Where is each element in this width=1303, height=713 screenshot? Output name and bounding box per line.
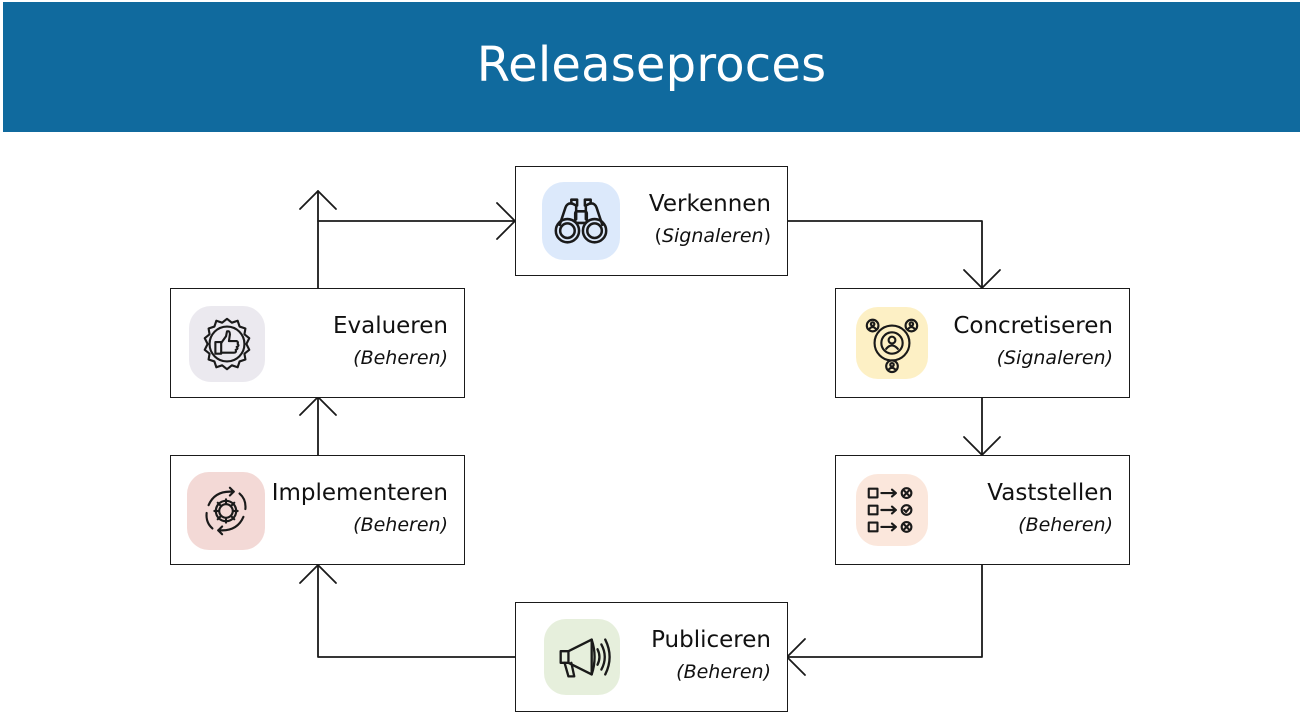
step-title: Publiceren	[651, 627, 771, 653]
step-title: Implementeren	[271, 480, 448, 506]
step-phase: (Beheren)	[676, 661, 771, 683]
arrow-evalueren-to-verkennen	[317, 220, 516, 289]
step-evalueren: Evalueren (Beheren)	[170, 288, 465, 398]
step-title: Vaststellen	[987, 480, 1113, 506]
header-banner: Releaseproces	[3, 2, 1300, 132]
gear-cycle-icon-bg	[187, 472, 265, 550]
step-title: Verkennen	[648, 191, 771, 217]
step-implementeren: Implementeren (Beheren)	[170, 455, 465, 565]
step-vaststellen: Vaststellen (Beheren)	[835, 455, 1130, 565]
step-title: Concretiseren	[953, 313, 1113, 339]
megaphone-icon	[559, 638, 611, 678]
gear-cycle-icon	[205, 486, 247, 536]
step-phase: (Beheren)	[1018, 514, 1113, 536]
binoculars-icon-bg	[542, 182, 620, 260]
arrow-vaststellen-to-publiceren	[786, 563, 983, 658]
step-phase: (Signaleren)	[654, 225, 771, 247]
page-title: Releaseproces	[476, 37, 827, 93]
checklist-icon-bg	[856, 474, 928, 546]
step-publiceren: Publiceren (Beheren)	[515, 602, 788, 712]
arrowhead-implementeren-in	[299, 564, 337, 584]
step-title: Evalueren	[332, 313, 448, 339]
step-concretiseren: Concretiseren (Signaleren)	[835, 288, 1130, 398]
step-phase: (Beheren)	[353, 347, 448, 369]
step-verkennen: Verkennen (Signaleren)	[515, 166, 788, 276]
binoculars-icon	[554, 198, 608, 244]
step-phase: (Beheren)	[353, 514, 448, 536]
checklist-icon	[867, 487, 913, 533]
team-network-icon	[865, 318, 919, 374]
thumbs-up-badge-icon-bg	[189, 306, 265, 382]
step-phase: (Signaleren)	[996, 347, 1113, 369]
arrow-verkennen-to-concretiseren	[786, 220, 983, 289]
team-network-icon-bg	[856, 307, 928, 379]
megaphone-icon-bg	[544, 619, 620, 695]
thumbs-up-badge-icon	[203, 317, 251, 371]
arrow-publiceren-to-implementeren	[317, 564, 516, 658]
